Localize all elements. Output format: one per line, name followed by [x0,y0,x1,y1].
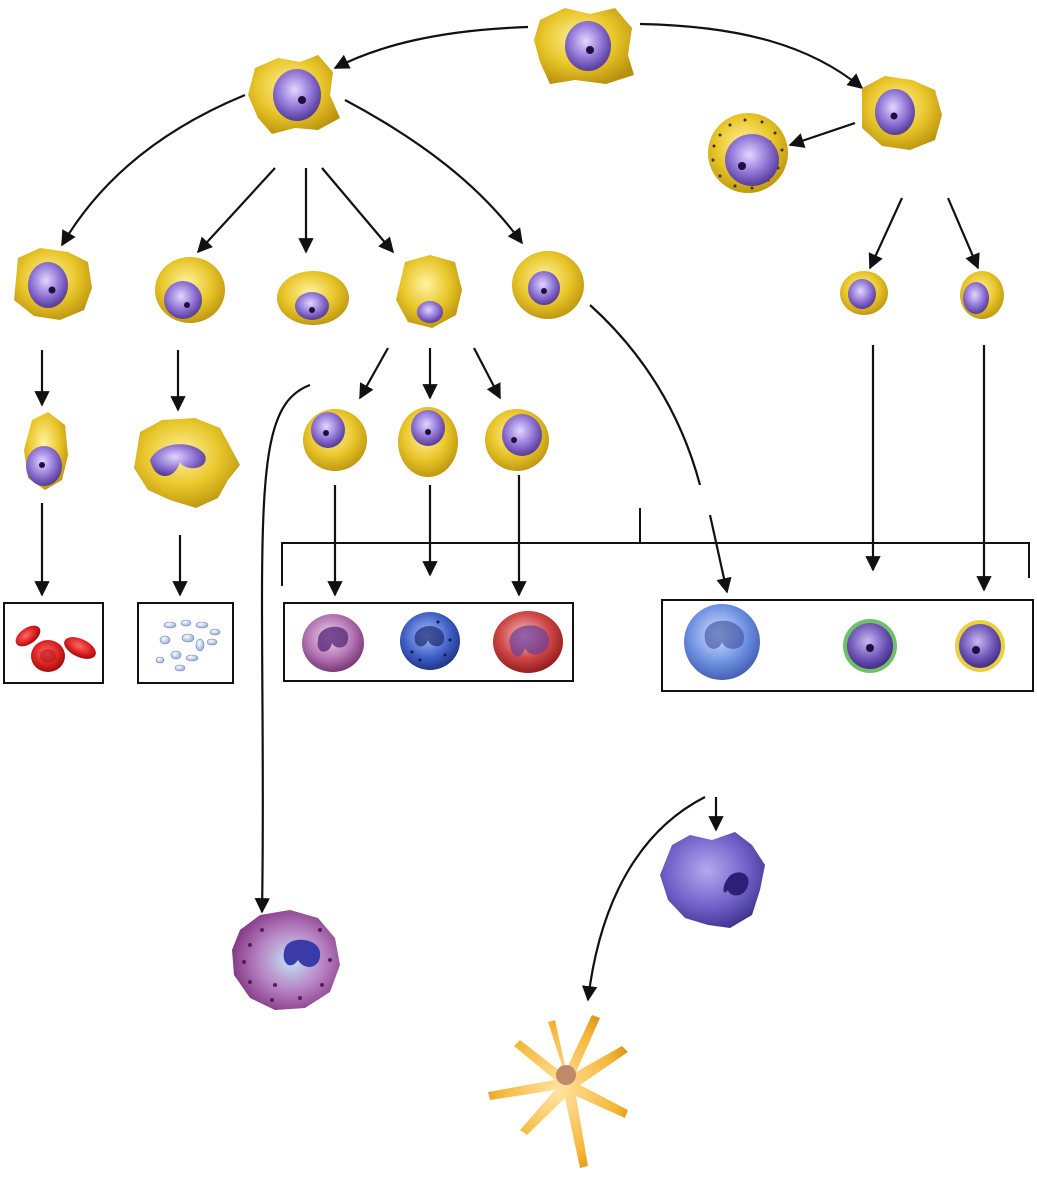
arrows [34,22,992,1002]
arrow-to-mast-cell [254,383,311,914]
arrow-myeloid-to-megakaryoblast [196,167,276,254]
platelets [155,619,221,672]
box-agranulocytes [661,599,1034,692]
megakaryocyte [134,418,240,508]
arrow-lymphoid-to-t-progenitor [946,197,980,270]
mast-cell-progenitor [277,271,349,325]
arrow-monoblast-upper [589,304,702,486]
b-cell-progenitor [840,271,888,315]
t-cell-progenitor [960,271,1004,319]
lymphoid-stem-cell [862,76,942,150]
basophil-precursor [398,407,458,477]
neutrophil-precursor [303,409,367,471]
macrophage [660,832,765,928]
box-granulocytes [283,602,574,682]
arrow-to-dendritic-cell [582,796,706,1002]
erythrocytes [15,625,96,672]
mast-cell [232,910,340,1010]
monocyte [684,604,760,680]
leukocyte-bracket [281,508,1030,586]
basophil [400,612,460,670]
granulocyte-progenitor [396,255,462,328]
megakaryoblast [155,257,225,323]
result-boxes [3,599,1034,692]
arrow-stem-to-lymphoid [639,22,864,89]
neutrophil [302,614,364,672]
arrow-myeloid-to-granulocyte-progenitor [321,167,394,254]
mature-cells [15,604,1005,1168]
eosinophil [493,611,563,673]
arrow-stem-to-myeloid [333,25,529,69]
proerythroblast [14,248,92,320]
eosinophil-precursor [485,409,549,471]
arrow-myeloid-to-monoblast [344,99,523,245]
box-erythrocytes [3,602,104,684]
t-lymphocyte [955,620,1005,672]
nk-cell-precursor [708,113,788,193]
hematopoietic-stem-cell [534,8,634,84]
erythroblast [24,412,68,490]
b-lymphocyte [843,619,897,673]
myeloid-stem-cell [248,55,340,134]
arrow-gp-to-neutrophil-precursor [359,347,389,400]
arrow-to-monocyte [708,514,732,594]
precursor-cells [14,8,1004,508]
arrow-myeloid-to-mep [61,93,246,247]
arrow-gp-to-eosinophil-precursor [473,347,501,400]
box-platelets [137,602,234,684]
arrow-lymphoid-to-nk [788,121,856,148]
dendritic-cell [488,1015,628,1168]
arrow-lymphoid-to-b-progenitor [868,197,904,270]
monoblast [512,251,584,319]
